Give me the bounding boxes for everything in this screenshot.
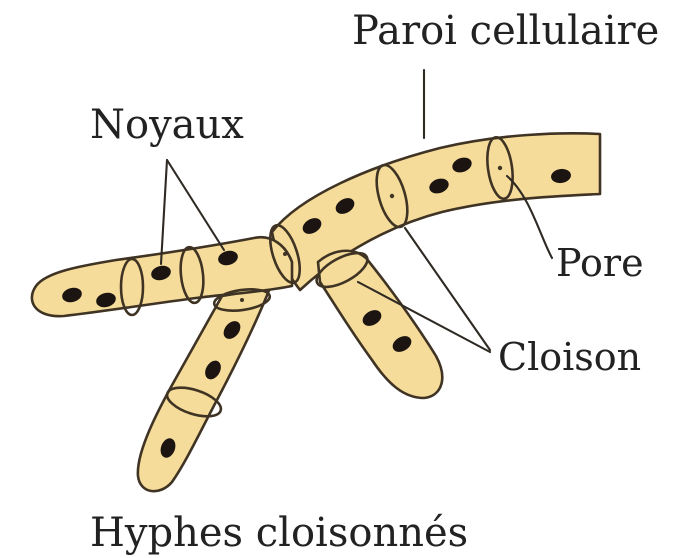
label-noyaux: Noyaux <box>90 102 244 148</box>
label-paroi: Paroi cellulaire <box>352 8 659 54</box>
leader-noyaux-1 <box>161 160 167 264</box>
pore-dot <box>240 298 244 302</box>
lower-right-hypha <box>318 251 442 398</box>
pore-dot <box>283 252 287 256</box>
label-cloison: Cloison <box>498 335 641 379</box>
label-pore: Pore <box>556 241 644 285</box>
lower-left-hypha <box>138 288 270 491</box>
pore-dot <box>390 194 394 198</box>
label-caption: Hyphes cloisonnés <box>90 510 468 556</box>
leader-noyaux-2 <box>167 160 224 250</box>
pore-dot <box>498 166 502 170</box>
